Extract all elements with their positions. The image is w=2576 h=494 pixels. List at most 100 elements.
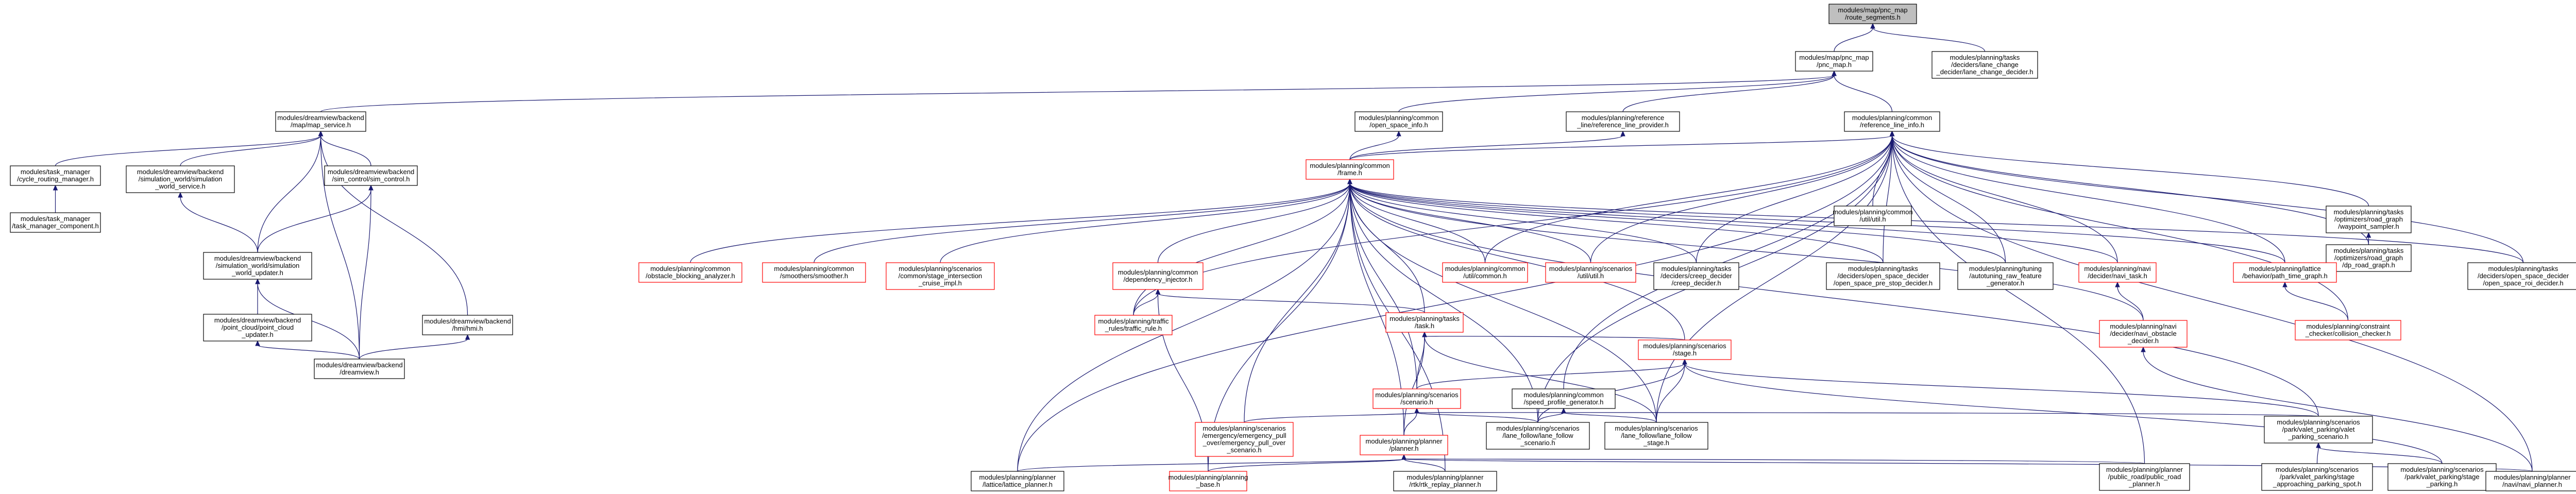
edge-line: [1349, 183, 1685, 340]
node-box: [1354, 111, 1443, 132]
edge-line: [1349, 183, 1417, 389]
node-task-manager[interactable]: modules/task_manager/cycle_routing_manag…: [10, 165, 101, 186]
node-box: [1545, 262, 1636, 283]
node-public-road[interactable]: modules/planning/planner/public_road/pub…: [2099, 463, 2190, 491]
edge-arrowhead: [2115, 281, 2120, 287]
node-collision-checker[interactable]: modules/planning/constraint_checker/coll…: [2295, 320, 2401, 340]
node-label-line: modules/planning/tasks: [1848, 265, 1918, 272]
edge-ref_line_info-to-road_graph: [1889, 130, 2369, 207]
node-label-line: /park/valet_parking/valet: [2282, 425, 2355, 433]
edge-line: [1403, 412, 1417, 436]
node-sim-world-service[interactable]: modules/dreamview/backend/simulation_wor…: [126, 165, 235, 193]
node-lane-change[interactable]: modules/planning/tasks/deciders/lane_cha…: [1931, 51, 2038, 79]
node-label-line: /rtk/rtk_replay_planner.h: [1409, 481, 1481, 488]
edge-line: [320, 135, 371, 166]
node-autotuning[interactable]: modules/planning/tuning/autotuning_raw_f…: [1957, 262, 2054, 290]
edge-arrowhead: [2282, 281, 2287, 287]
node-util-util[interactable]: modules/planning/common/util/util.h: [1833, 206, 1913, 226]
node-open-space-pre-stop[interactable]: modules/planning/tasks/deciders/open_spa…: [1826, 262, 1940, 290]
node-planner[interactable]: modules/planning/planner/planner.h: [1360, 435, 1448, 455]
node-scenario[interactable]: modules/planning/scenarios/scenario.h: [1372, 388, 1461, 409]
node-label-line: modules/dreamview/backend: [328, 168, 414, 176]
node-dreamview[interactable]: modules/dreamview/backend/dreamview.h: [314, 359, 405, 379]
node-sim-world-updater[interactable]: modules/dreamview/backend/simulation_wor…: [203, 252, 312, 280]
node-label-line: /util/common.h: [1463, 272, 1507, 280]
node-speed-profile[interactable]: modules/planning/common/speed_profile_ge…: [1512, 388, 1616, 409]
edge-arrowhead: [1561, 407, 1566, 414]
node-label-line: modules/planning/tasks: [2488, 265, 2558, 272]
node-obstacle-blocking[interactable]: modules/planning/common/obstacle_blockin…: [638, 262, 742, 283]
edge-line: [2316, 447, 2319, 464]
edge-map_service-to-hmi: [318, 130, 468, 316]
node-box: [1486, 422, 1590, 450]
edge-ref_line_info-to-scenarios_util: [1590, 130, 1895, 263]
node-dp-road-graph[interactable]: modules/planning/tasks/optimizers/road_g…: [2326, 244, 2412, 272]
node-label-line: /decider/navi_task.h: [2088, 272, 2147, 280]
edge-line: [1349, 183, 1657, 423]
node-box: [2295, 320, 2401, 340]
node-stage-intersection[interactable]: modules/planning/scenarios/common/stage_…: [886, 262, 995, 290]
node-ref-line-provider[interactable]: modules/planning/reference_line/referenc…: [1566, 111, 1680, 132]
node-common-util[interactable]: modules/planning/common/util/common.h: [1442, 262, 1528, 283]
edge-line: [1416, 336, 1425, 389]
node-stage-approaching[interactable]: modules/planning/scenarios/park/valet_pa…: [2261, 463, 2373, 491]
edge-speed_profile-to-lane_follow_stage: [1561, 407, 1657, 423]
node-open-space-info[interactable]: modules/planning/common/open_space_info.…: [1354, 111, 1443, 132]
node-smoother[interactable]: modules/planning/common/smoothers/smooth…: [762, 262, 866, 283]
node-task[interactable]: modules/planning/tasks/task.h: [1385, 312, 1464, 333]
node-stage[interactable]: modules/planning/scenarios/stage.h: [1638, 339, 1732, 360]
node-point-cloud[interactable]: modules/dreamview/backend/point_cloud/po…: [203, 314, 312, 342]
node-label-line: modules/planning/tasks: [2334, 208, 2404, 216]
node-label-line: _scenario.h: [1226, 446, 1261, 454]
node-scenarios-util[interactable]: modules/planning/scenarios/util/util.h: [1545, 262, 1636, 283]
node-frame[interactable]: modules/planning/common/frame.h: [1306, 159, 1394, 180]
edge-arrowhead: [368, 184, 374, 191]
node-label-line: /lattice/lattice_planner.h: [982, 481, 1053, 488]
edge-frame-to-lattice_planner: [1017, 178, 1352, 472]
node-creep-decider[interactable]: modules/planning/tasks/deciders/creep_de…: [1653, 262, 1739, 290]
edge-line: [1403, 336, 1425, 436]
node-map-service[interactable]: modules/dreamview/backend/map/map_servic…: [275, 111, 366, 132]
node-sim-control[interactable]: modules/dreamview/backend/sim_control/si…: [324, 165, 418, 186]
edge-pnc_map-to-ref_line_info: [1832, 70, 1893, 112]
node-lattice-planner[interactable]: modules/planning/planner/lattice/lattice…: [971, 471, 1064, 491]
node-planning-base[interactable]: modules/planning/planning_base.h: [1168, 471, 1248, 491]
node-navi-planner[interactable]: modules/planning/planner/navi/navi_plann…: [2485, 471, 2576, 491]
edge-stage-to-stage_parking: [1682, 359, 2443, 464]
node-box: [422, 315, 513, 335]
node-dependency-injector[interactable]: modules/planning/common/dependency_injec…: [1112, 262, 1204, 290]
edge-arrowhead: [1870, 23, 1875, 29]
node-navi-obstacle[interactable]: modules/planning/navi/decider/navi_obsta…: [2099, 320, 2188, 348]
edge-line: [257, 345, 360, 360]
node-emergency-pull-over[interactable]: modules/planning/scenarios/emergency/eme…: [1195, 422, 1294, 457]
node-label-line: /stage.h: [1673, 349, 1697, 357]
node-ref-line-info[interactable]: modules/planning/common/reference_line_i…: [1844, 111, 1940, 132]
node-lane-follow-stage[interactable]: modules/planning/scenarios/lane_follow/l…: [1604, 422, 1708, 450]
node-traffic-rule[interactable]: modules/planning/traffic_rules/traffic_r…: [1094, 315, 1173, 335]
edge-arrowhead: [2366, 232, 2371, 238]
node-open-space-roi[interactable]: modules/planning/tasks/deciders/open_spa…: [2467, 262, 2576, 290]
node-box: [1844, 111, 1940, 132]
node-valet-parking-scenario[interactable]: modules/planning/scenarios/park/valet_pa…: [2264, 416, 2373, 444]
edge-line: [1684, 363, 2319, 417]
edge-line: [2284, 286, 2349, 321]
node-lane-follow-scenario[interactable]: modules/planning/scenarios/lane_follow/l…: [1486, 422, 1590, 450]
node-pnc-map[interactable]: modules/map/pnc_map/pnc_map.h: [1795, 51, 1873, 72]
node-hmi[interactable]: modules/dreamview/backend/hmi/hmi.h: [422, 315, 513, 335]
node-box: [638, 262, 742, 283]
node-task-manager-comp[interactable]: modules/task_manager/task_manager_compon…: [10, 212, 101, 233]
node-box: [1306, 159, 1394, 180]
edge-line: [1349, 183, 1486, 263]
edge-scenario-to-valet_parking_scenario: [1414, 407, 2319, 417]
node-rtk-replay[interactable]: modules/planning/planner/rtk/rtk_replay_…: [1393, 471, 1497, 491]
node-stage-parking[interactable]: modules/planning/scenarios/park/valet_pa…: [2387, 463, 2497, 491]
node-label-line: /util/util.h: [1578, 272, 1604, 280]
node-road-graph[interactable]: modules/planning/tasks/optimizers/road_g…: [2326, 206, 2412, 233]
node-navi-task[interactable]: modules/planning/navi/decider/navi_task.…: [2078, 262, 2157, 283]
edge-line: [1891, 135, 2349, 321]
node-path-time-graph[interactable]: modules/planning/lattice/behavior/path_t…: [2233, 262, 2337, 283]
edge-line: [1424, 336, 1657, 423]
edge-line: [1656, 363, 1685, 423]
node-box: [1372, 388, 1461, 409]
node-label-line: modules/planning/planner: [1407, 473, 1484, 481]
